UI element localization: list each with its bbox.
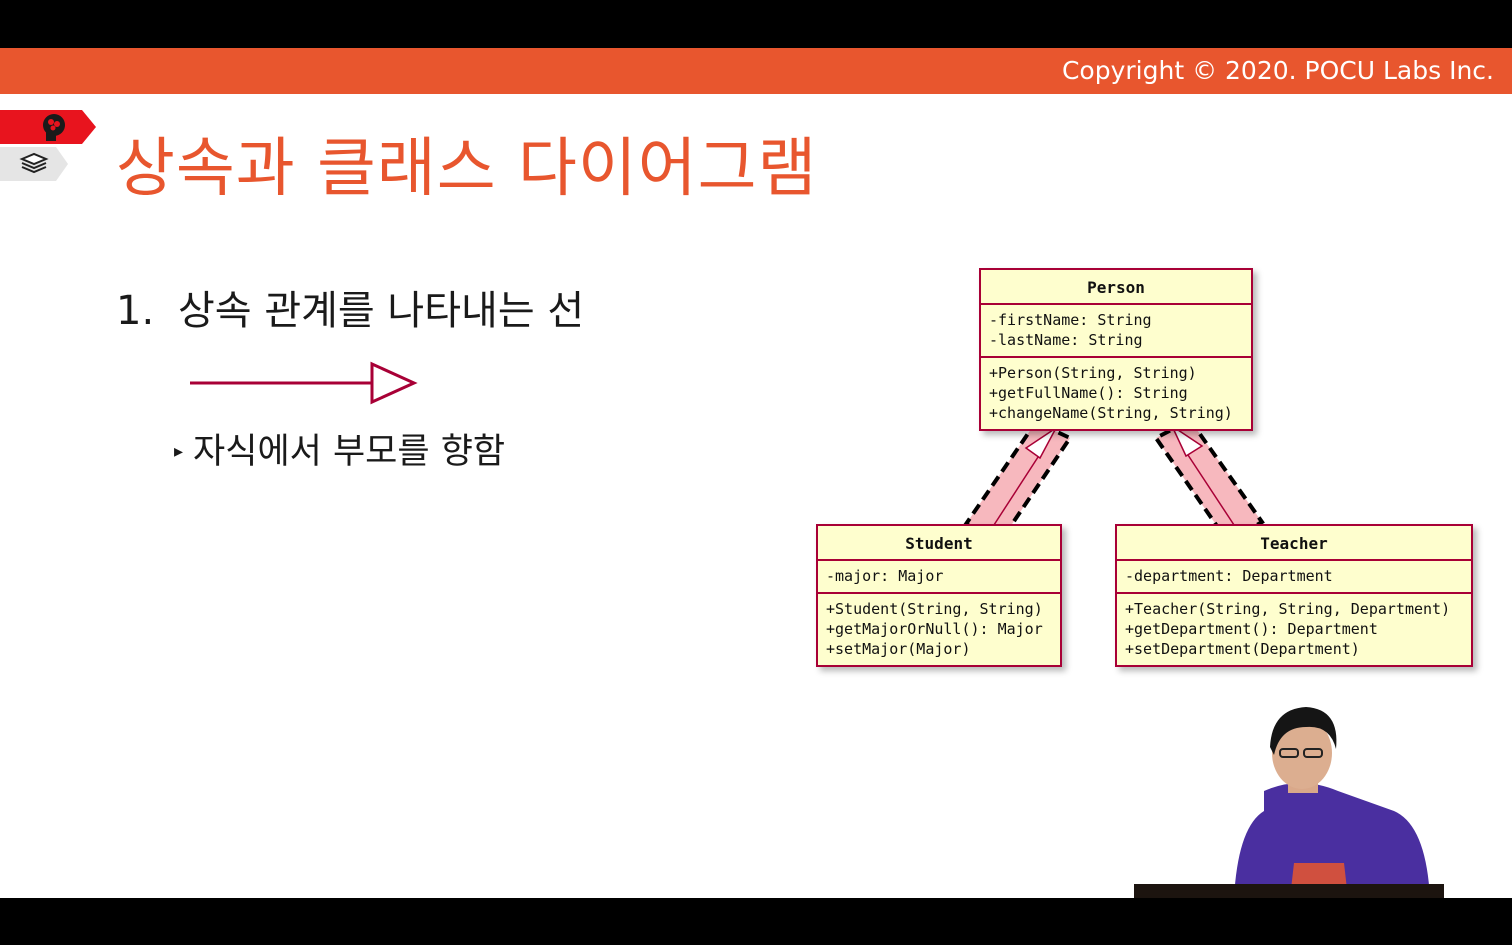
method-line: +getFullName(): String — [989, 384, 1188, 402]
list-item-1: 1. 상속 관계를 나타내는 선 — [116, 283, 584, 339]
inheritance-arrow-icon — [190, 361, 418, 405]
list-number: 1. — [116, 288, 155, 334]
slide: Copyright © 2020. POCU Labs Inc. 상속과 클래스… — [0, 48, 1512, 898]
book-stack-icon — [19, 152, 49, 174]
class-methods: +Person(String, String) +getFullName(): … — [981, 356, 1251, 429]
nav-tab-concept[interactable] — [0, 110, 96, 144]
sub-list-text: 자식에서 부모를 향함 — [193, 432, 506, 472]
slide-title: 상속과 클래스 다이어그램 — [116, 132, 818, 206]
attribute-line: -department: Department — [1125, 567, 1333, 585]
method-line: +Student(String, String) — [826, 600, 1043, 618]
attribute-line: -major: Major — [826, 567, 944, 585]
presenter-video — [1134, 707, 1444, 898]
method-line: +setMajor(Major) — [826, 640, 971, 658]
class-name: Teacher — [1117, 526, 1471, 561]
class-attributes: -department: Department — [1117, 561, 1471, 592]
student-arrowhead-icon — [1024, 427, 1057, 460]
class-methods: +Teacher(String, String, Department) +ge… — [1117, 592, 1471, 665]
copyright-text: Copyright © 2020. POCU Labs Inc. — [1061, 56, 1494, 85]
student-inheritance-line — [991, 453, 1041, 529]
method-line: +Teacher(String, String, Department) — [1125, 600, 1451, 618]
top-bar: Copyright © 2020. POCU Labs Inc. — [0, 48, 1512, 94]
bullet-icon: ▸ — [174, 441, 184, 462]
class-name: Student — [818, 526, 1060, 561]
nav-tab-book[interactable] — [0, 147, 70, 181]
class-attributes: -major: Major — [818, 561, 1060, 592]
method-line: +getMajorOrNull(): Major — [826, 620, 1043, 638]
brain-head-icon — [43, 114, 65, 141]
uml-class-person: Person -firstName: String -lastName: Str… — [979, 268, 1253, 431]
class-attributes: -firstName: String -lastName: String — [981, 305, 1251, 356]
method-line: +changeName(String, String) — [989, 404, 1233, 422]
attribute-line: -firstName: String — [989, 311, 1152, 329]
class-methods: +Student(String, String) +getMajorOrNull… — [818, 592, 1060, 665]
class-name: Person — [981, 270, 1251, 305]
teacher-inheritance-line — [1185, 451, 1237, 529]
method-line: +Person(String, String) — [989, 364, 1197, 382]
uml-class-student: Student -major: Major +Student(String, S… — [816, 524, 1062, 667]
attribute-line: -lastName: String — [989, 331, 1143, 349]
method-line: +getDepartment(): Department — [1125, 620, 1378, 638]
sub-list-item: ▸ 자식에서 부모를 향함 — [174, 428, 505, 476]
uml-class-teacher: Teacher -department: Department +Teacher… — [1115, 524, 1473, 667]
teacher-arrowhead-icon — [1170, 423, 1204, 458]
list-item-text: 상속 관계를 나타내는 선 — [178, 288, 585, 334]
method-line: +setDepartment(Department) — [1125, 640, 1360, 658]
